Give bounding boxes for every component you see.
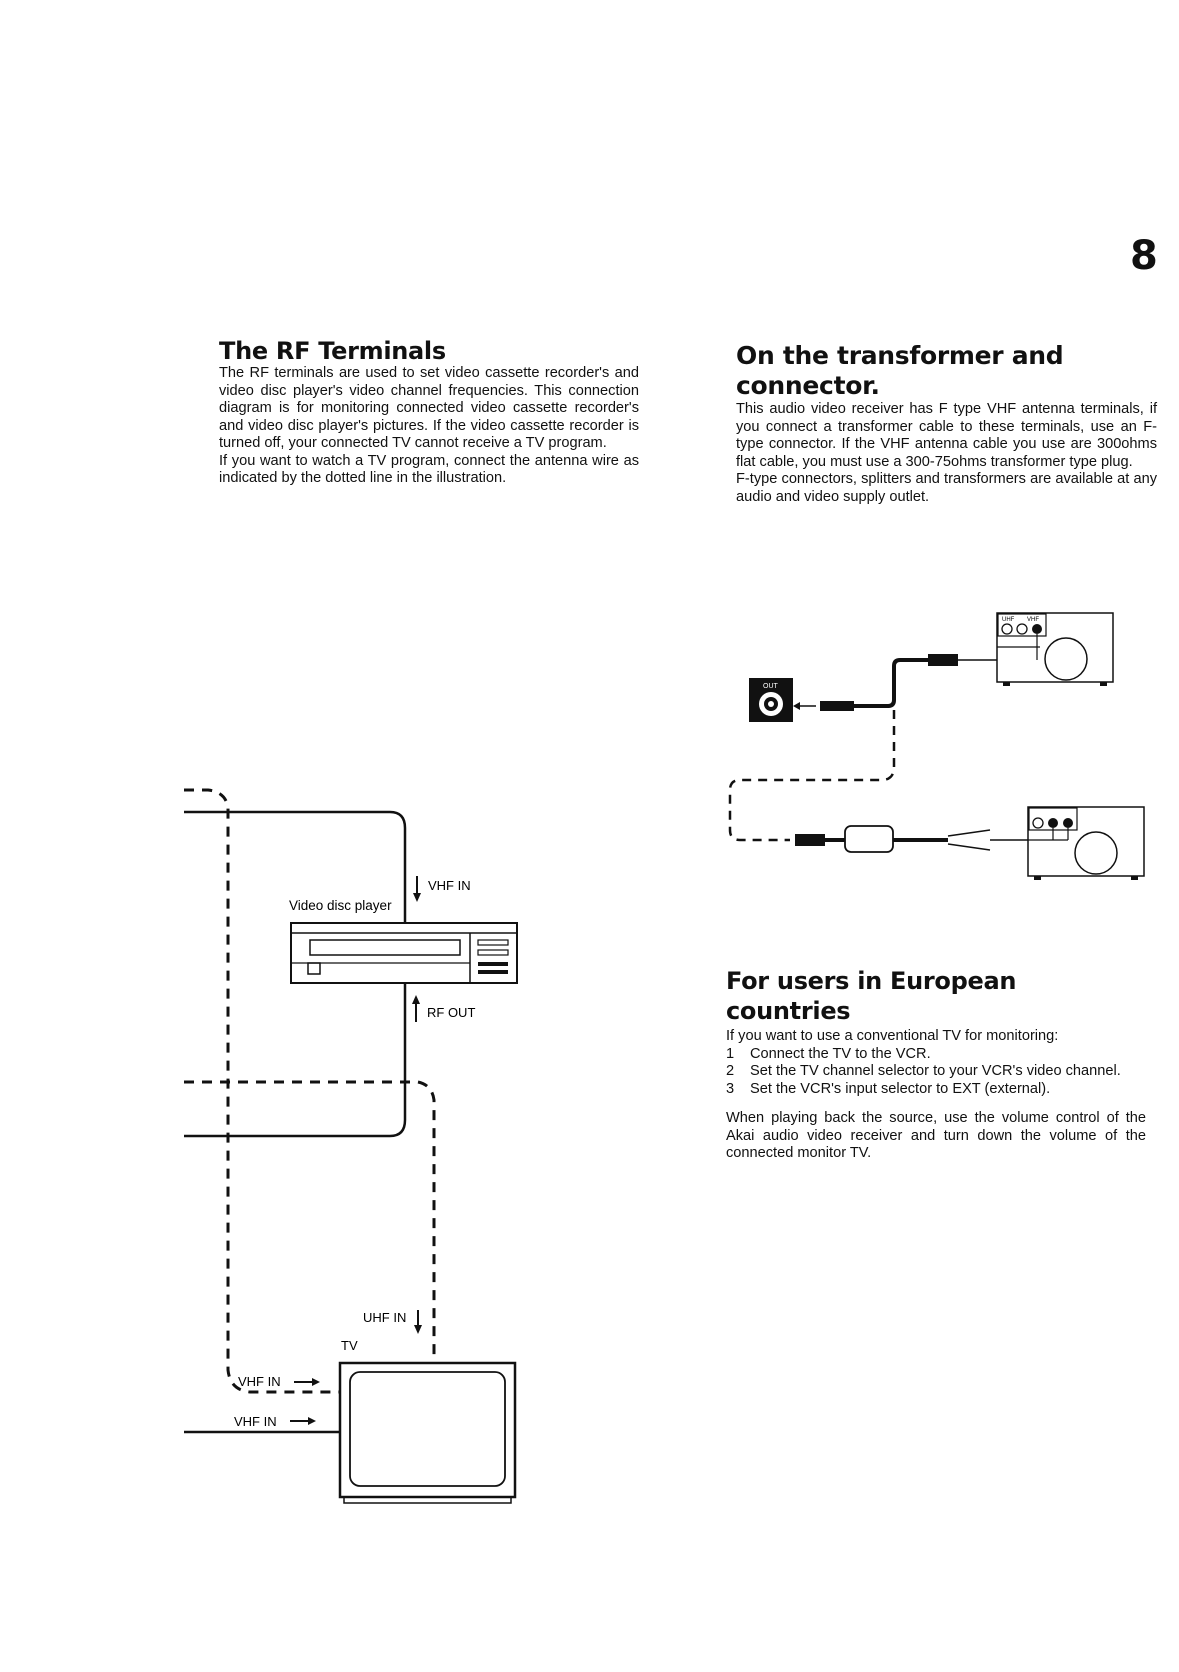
vhf-in-solid-label: VHF IN — [234, 1414, 277, 1429]
video-disc-player-label: Video disc player — [289, 898, 392, 913]
step-number: 2 — [726, 1063, 735, 1079]
rf-out-label: RF OUT — [427, 1005, 475, 1020]
european-title: For users in European countries — [726, 967, 1017, 1025]
arrow-down-icon — [414, 1325, 422, 1334]
transformer-section: On the transformer and connector. This a… — [736, 341, 1157, 506]
step-item: 2 Set the TV channel selector to your VC… — [726, 1063, 1146, 1081]
european-intro: If you want to use a conventional TV for… — [726, 1028, 1059, 1044]
vhf-small-label: VHF — [1027, 617, 1039, 623]
transformer-paragraph: F-type connectors, splitters and transfo… — [736, 471, 1157, 505]
step-text: Set the VCR's input selector to EXT (ext… — [750, 1080, 1051, 1097]
step-text: Set the TV channel selector to your VCR'… — [750, 1063, 1121, 1079]
arrow-right-icon — [308, 1417, 316, 1425]
uhf-small-label: UHF — [1002, 617, 1015, 623]
arrow-down-icon — [413, 893, 421, 902]
european-closing: When playing back the source, use the vo… — [726, 1110, 1146, 1161]
rf-terminals-section: The RF Terminals The RF terminals are us… — [219, 337, 639, 488]
arrow-right-icon — [312, 1378, 320, 1386]
out-label: OUT — [763, 683, 779, 690]
european-section: For users in European countries If you w… — [726, 966, 1146, 1163]
rf-terminals-paragraph: If you want to watch a TV program, conne… — [219, 452, 639, 487]
page-number: 8 — [1130, 233, 1158, 279]
rf-terminals-paragraph: The RF terminals are used to set video c… — [219, 365, 639, 451]
vhf-in-dotted-label: VHF IN — [238, 1374, 281, 1389]
video-disc-player — [290, 922, 518, 984]
step-item: 1 Connect the TV to the VCR. — [726, 1046, 1146, 1064]
rf-terminals-title: The RF Terminals — [219, 337, 446, 365]
dotted-antenna-wire — [184, 1080, 436, 1362]
dotted-antenna-wire — [184, 788, 340, 1394]
connector-diagram: OUT UHF VHF — [728, 612, 1145, 880]
step-text: Connect the TV to the VCR. — [750, 1045, 931, 1062]
vhf-in-label: VHF IN — [428, 878, 471, 893]
arrow-up-icon — [412, 995, 420, 1004]
transformer-paragraph: This audio video receiver has F type VHF… — [736, 401, 1157, 470]
step-number: 1 — [726, 1045, 735, 1062]
transformer-title: On the transformer and connector. — [736, 341, 1064, 400]
tv-monitor — [338, 1361, 517, 1504]
step-number: 3 — [726, 1080, 735, 1097]
tv-label: TV — [341, 1338, 358, 1353]
step-item: 3 Set the VCR's input selector to EXT (e… — [726, 1081, 1146, 1099]
uhf-in-label: UHF IN — [363, 1310, 406, 1325]
